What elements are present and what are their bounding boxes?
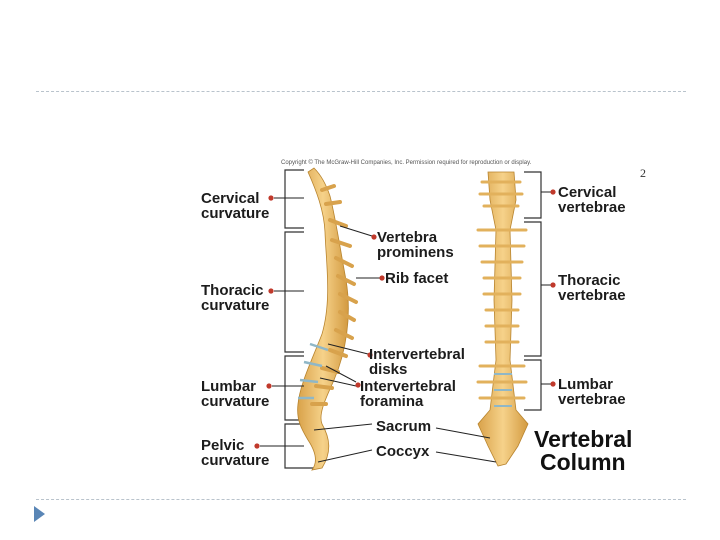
- label-cervical-vertebrae: Cervical vertebrae: [558, 184, 626, 216]
- copyright-notice: Copyright © The McGraw-Hill Companies, I…: [281, 160, 532, 166]
- nav-arrow-icon[interactable]: [34, 506, 45, 522]
- figure-title: Vertebral Column: [534, 426, 633, 475]
- top-divider: [36, 91, 686, 92]
- label-intervertebral-disks: Intervertebral disks: [369, 346, 465, 378]
- label-intervertebral-foramina: Intervertebral foramina: [360, 378, 456, 410]
- label-rib-facet: Rib facet: [385, 270, 449, 287]
- right-brackets: [524, 171, 542, 411]
- page-number: 2: [640, 166, 646, 180]
- label-vertebra-prominens: Vertebra prominens: [377, 229, 454, 261]
- label-sacrum: Sacrum: [376, 418, 432, 435]
- bottom-divider: [36, 499, 686, 500]
- label-pelvic-curvature: Pelvic curvature: [201, 437, 270, 469]
- label-thoracic-vertebrae: Thoracic vertebrae: [558, 272, 626, 304]
- transverse-processes: [476, 180, 528, 400]
- label-coccyx: Coccyx: [376, 443, 430, 460]
- posterior-spine: [476, 171, 529, 467]
- label-lumbar-vertebrae: Lumbar vertebrae: [558, 376, 626, 408]
- label-lumbar-curvature: Lumbar curvature: [201, 378, 270, 410]
- label-thoracic-curvature: Thoracic curvature: [201, 282, 270, 314]
- label-cervical-curvature: Cervical curvature: [201, 190, 270, 222]
- leader-dots: [254, 189, 556, 449]
- leader-lines: [260, 191, 552, 463]
- lateral-spine: [297, 167, 358, 471]
- posterior-disks: [494, 373, 512, 407]
